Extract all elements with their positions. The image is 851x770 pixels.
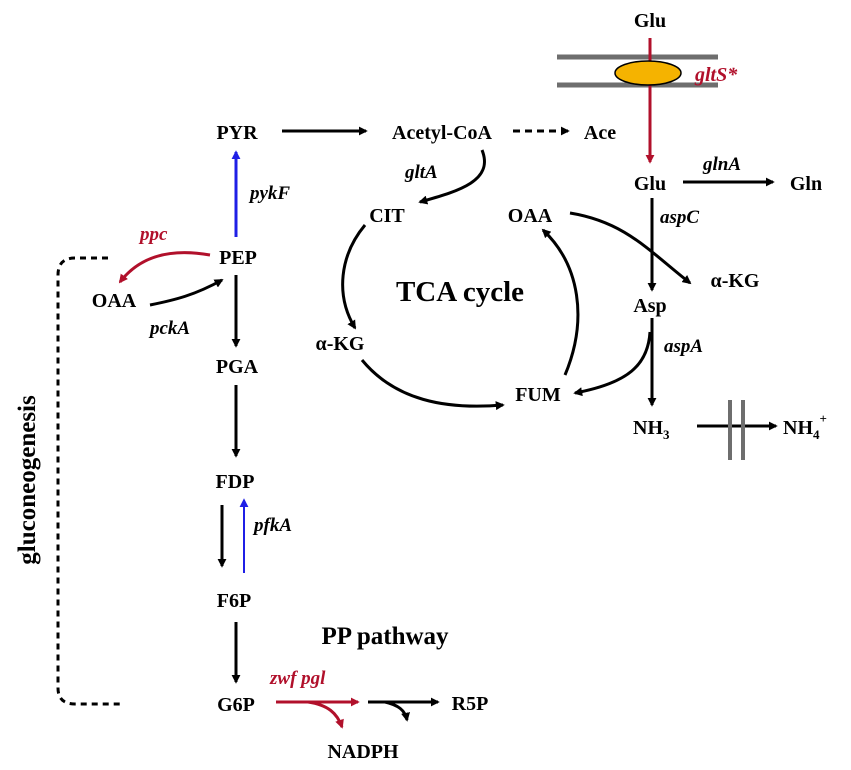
f6p-label: F6P (217, 590, 251, 612)
akg-tca-label: α-KG (316, 333, 365, 355)
nh4-base: NH (783, 417, 813, 439)
gene-ppc-label: ppc (138, 224, 168, 245)
gene-aspC-label: aspC (660, 207, 699, 228)
nh3-label: NH3 (633, 417, 670, 442)
nh4-subscript: 4 (813, 427, 820, 442)
acetylcoa-label: Acetyl-CoA (392, 122, 493, 144)
akg-to-fum-arrow (360, 359, 505, 411)
nh3-base: NH (633, 417, 663, 439)
gene-zwf-pgl-label: zwf pgl (269, 668, 326, 689)
fum-to-oaa-arrow (541, 228, 580, 376)
nh4-label: NH4+ (783, 411, 827, 442)
gene-gltA-label: gltA (404, 162, 438, 183)
gltA-arrow (418, 149, 486, 205)
akg-right-label: α-KG (711, 270, 760, 292)
asp-label: Asp (633, 295, 666, 317)
pga-label: PGA (216, 356, 259, 378)
tca-cycle-title: TCA cycle (396, 276, 524, 308)
gene-glnA-label: glnA (702, 154, 741, 175)
gene-gltS-label: gltS* (694, 64, 738, 86)
pyr-label: PYR (216, 122, 258, 144)
cit-label: CIT (369, 205, 405, 227)
cit-to-akg-arrow (341, 224, 367, 330)
fdp-label: FDP (216, 471, 255, 493)
oaa-to-akg-arrow (569, 211, 692, 285)
fum-label: FUM (515, 384, 561, 406)
pckA-arrow (149, 278, 224, 307)
gln-label: Gln (790, 173, 822, 195)
gluconeogenesis-title: gluconeogenesis (14, 395, 41, 565)
asp-to-fum-arrow (573, 331, 652, 397)
glts-transporter (614, 60, 682, 86)
ace-label: Ace (584, 122, 616, 144)
ppc-arrow (118, 251, 211, 284)
nh3-subscript: 3 (663, 427, 670, 442)
g6p-label: G6P (217, 694, 255, 716)
gluconeogenesis-bracket (56, 256, 120, 706)
pep-label: PEP (219, 247, 257, 269)
gene-pykF-label: pykF (248, 183, 290, 204)
glu-in-label: Glu (634, 173, 666, 195)
nadph-black-arrow (384, 700, 410, 722)
nh4-superscript: + (820, 411, 827, 426)
oaa-left-label: OAA (92, 290, 137, 312)
gene-pckA-label: pckA (148, 318, 190, 339)
glu-out-label: Glu (634, 10, 666, 32)
nadph-red-arrow (307, 700, 344, 729)
nadph-label: NADPH (327, 741, 399, 763)
oaa-tca-label: OAA (508, 205, 553, 227)
gene-pfkA-label: pfkA (252, 515, 292, 536)
gene-aspA-label: aspA (664, 336, 703, 357)
r5p-label: R5P (452, 693, 489, 715)
pp-pathway-title: PP pathway (321, 623, 449, 650)
